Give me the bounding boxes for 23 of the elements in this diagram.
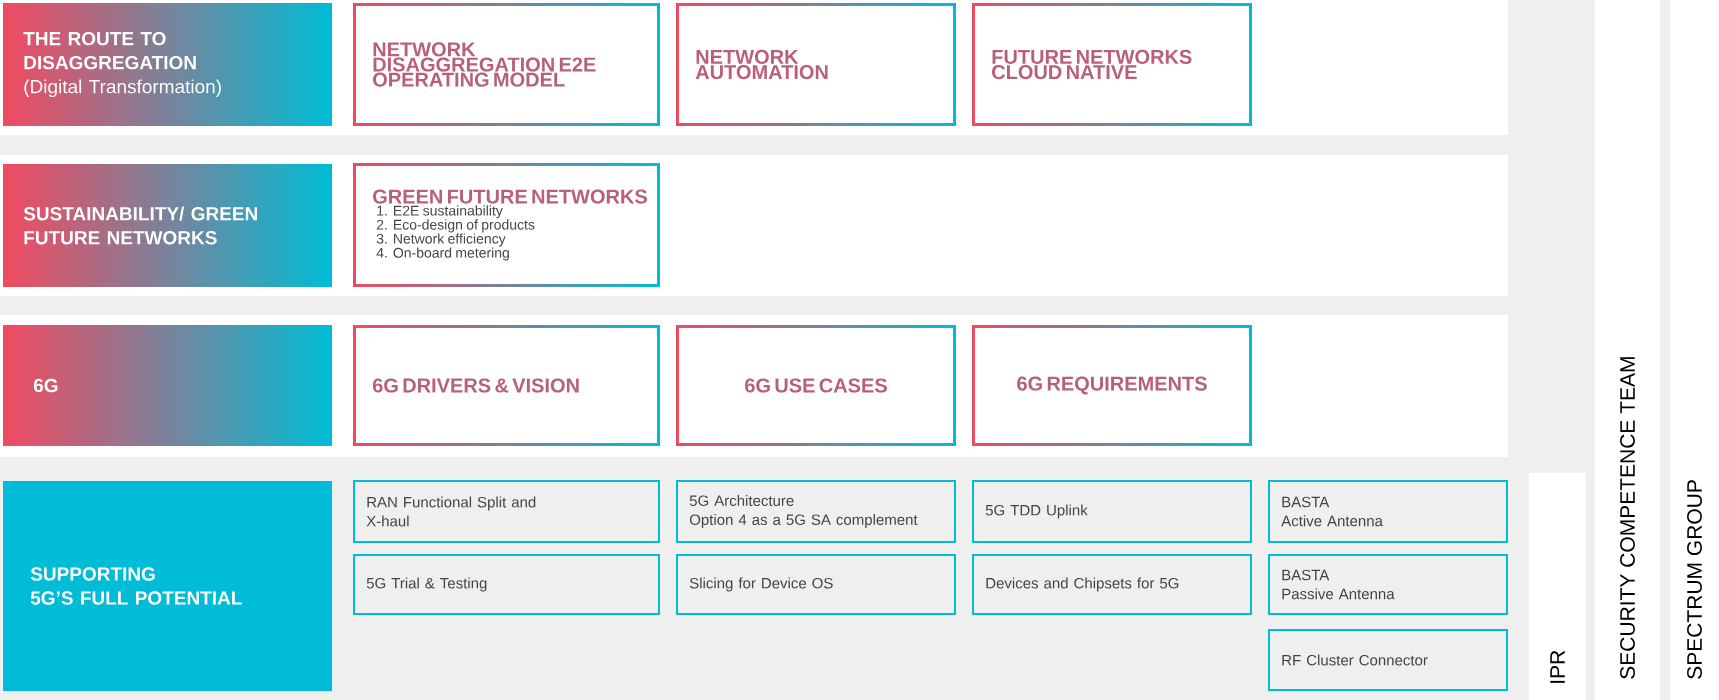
topic-box: NETWORK AUTOMATION — [676, 3, 956, 126]
row-header: SUPPORTING 5G’S FULL POTENTIAL — [3, 481, 332, 691]
row-header: SUSTAINABILITY/ GREEN FUTURE NETWORKS — [3, 164, 332, 287]
workstream-box: 5G TDD Uplink — [972, 480, 1252, 543]
workstream-box: Devices and Chipsets for 5G — [972, 554, 1252, 615]
topic-box: GREEN FUTURE NETWORKS 1. E2E sustainability 2. Eco-design of products 3. Network efficiency 4. On-board metering — [353, 163, 660, 287]
side-band: SPECTRUM GROUP — [1670, 0, 1719, 700]
row-header: 6G — [3, 325, 332, 446]
workstream-box: Slicing for Device OS — [676, 554, 956, 615]
workstream-box: 5G Architecture Option 4 as a 5G SA complement — [676, 480, 956, 543]
side-band: SECURITY COMPETENCE TEAM — [1595, 0, 1660, 700]
workstream-box: BASTA Passive Antenna — [1268, 554, 1508, 615]
topic-box: NETWORK DISAGGREGATION E2E OPERATING MODEL — [353, 3, 660, 126]
topic-box: 6G REQUIREMENTS — [972, 325, 1252, 446]
topic-box: 6G DRIVERS & VISION — [353, 325, 660, 446]
topic-box: FUTURE NETWORKS CLOUD NATIVE — [972, 3, 1252, 126]
workstream-box: BASTA Active Antenna — [1268, 480, 1508, 543]
row-header: THE ROUTE TO DISAGGREGATION (Digital Transformation) — [3, 3, 332, 126]
workstream-box: 5G Trial & Testing — [353, 554, 660, 615]
topic-box: 6G USE CASES — [676, 325, 956, 446]
side-band: IPR — [1529, 473, 1586, 700]
workstream-box: RF Cluster Connector — [1268, 629, 1508, 691]
workstream-box: RAN Functional Split and X-haul — [353, 480, 660, 543]
